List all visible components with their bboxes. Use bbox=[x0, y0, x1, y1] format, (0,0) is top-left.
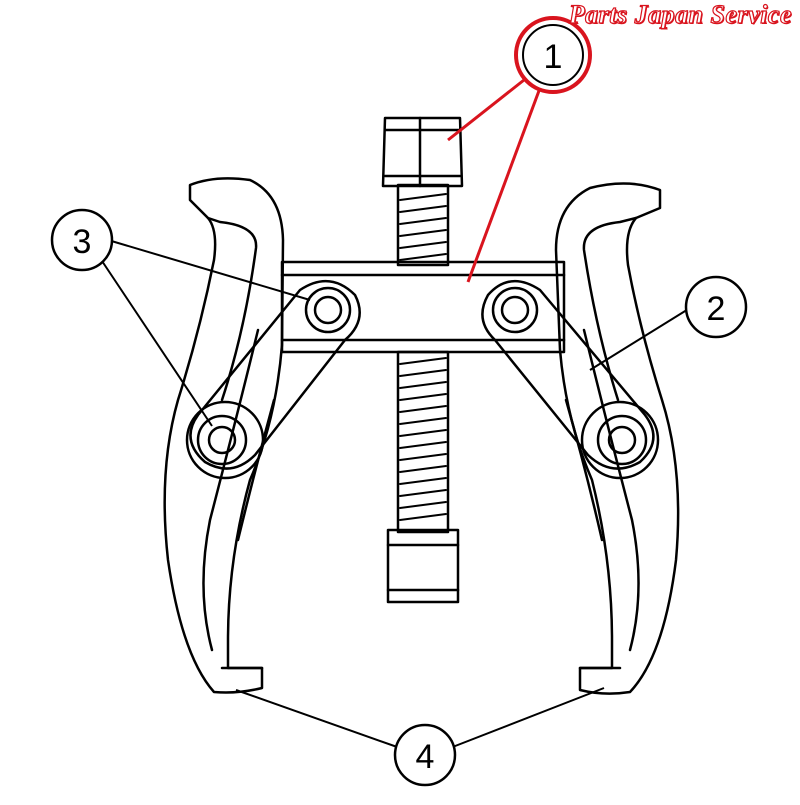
right-link-plate bbox=[481, 280, 655, 470]
leader-3-a bbox=[107, 239, 311, 301]
callout-2: 2 bbox=[684, 275, 748, 339]
leader-2 bbox=[589, 307, 691, 371]
callout-1: 1 bbox=[514, 16, 592, 94]
leader-4-b bbox=[449, 687, 605, 749]
callout-3: 3 bbox=[50, 208, 114, 272]
callout-3-label: 3 bbox=[73, 223, 92, 261]
center-screw bbox=[396, 183, 450, 534]
screw-hex-head bbox=[381, 116, 464, 188]
callout-1-label: 1 bbox=[544, 38, 563, 76]
leader-1-b bbox=[466, 87, 542, 283]
left-link-plate bbox=[189, 279, 361, 470]
leader-3-b bbox=[99, 257, 213, 427]
left-lower-pivot bbox=[185, 400, 265, 480]
callout-2-label: 2 bbox=[707, 290, 726, 328]
yoke-body bbox=[280, 260, 566, 354]
leader-4-a bbox=[235, 689, 401, 749]
left-jaw bbox=[163, 177, 285, 694]
callout-4: 4 bbox=[393, 723, 457, 787]
brand-watermark: Parts Japan Service bbox=[568, 0, 792, 30]
right-lower-pivot bbox=[580, 400, 660, 480]
screw-tip bbox=[386, 528, 460, 604]
callout-4-label: 4 bbox=[416, 738, 435, 776]
leader-1-a bbox=[447, 78, 525, 142]
right-jaw bbox=[554, 182, 680, 695]
